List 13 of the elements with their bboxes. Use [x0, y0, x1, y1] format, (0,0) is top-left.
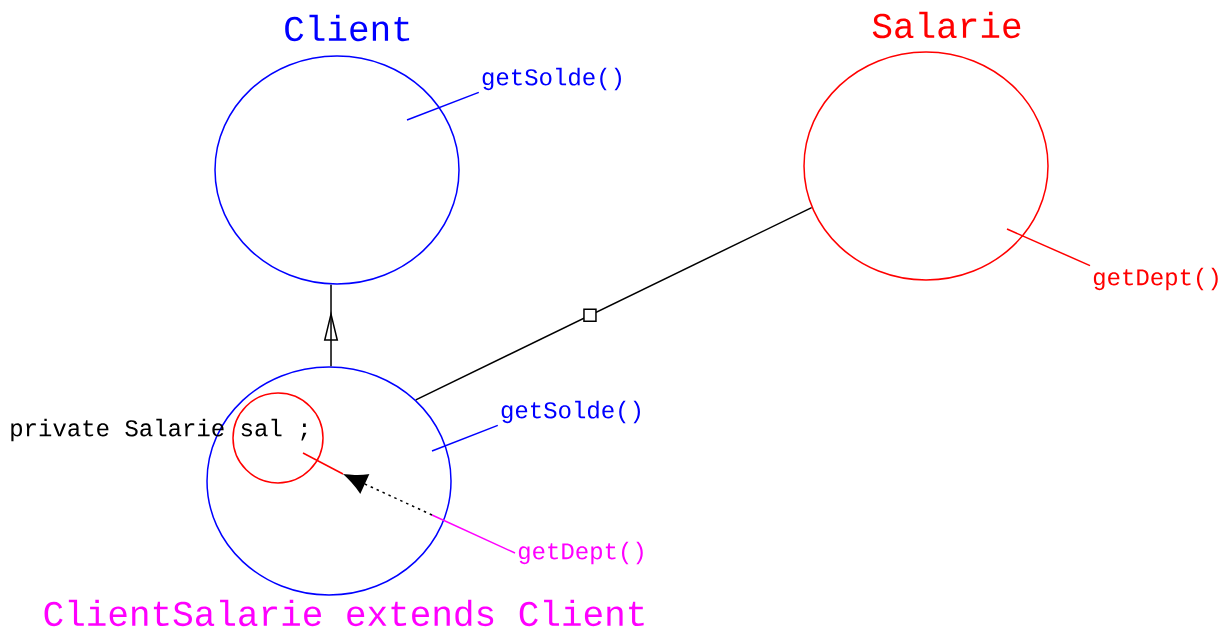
- method-name: getSolde(): [501, 400, 640, 424]
- class-name: Client: [285, 14, 410, 42]
- method-name: getDept(): [1093, 267, 1218, 291]
- leader-line: [431, 514, 516, 554]
- leader-line: [1006, 228, 1091, 267]
- class-name: Salarie: [872, 11, 1021, 39]
- leader-line: [431, 424, 499, 452]
- method-name: getDept(): [518, 541, 643, 565]
- class-name: ClientSalarie extends Client: [44, 599, 644, 627]
- delegation-arrow: [344, 474, 433, 516]
- method-name: getSolde(): [482, 67, 621, 91]
- leader-line: [406, 91, 480, 121]
- association-line: [415, 206, 813, 401]
